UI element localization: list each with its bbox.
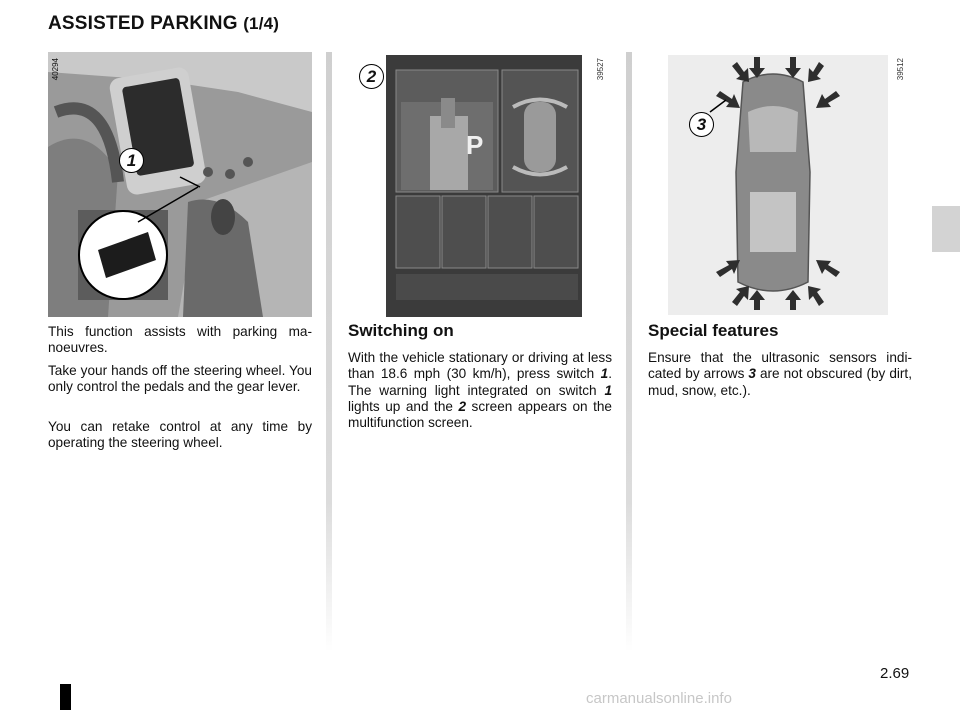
dashboard-figure: 1 40294 — [48, 52, 312, 317]
page-title: ASSISTED PARKING (1/4) — [48, 13, 279, 35]
figure-code: 39527 — [596, 58, 605, 81]
section-tab — [932, 206, 960, 252]
special-features-paragraph: Ensure that the ultrasonic sensors indi-… — [648, 350, 912, 398]
parking-letter: P — [466, 130, 484, 160]
switching-on-heading: Switching on — [348, 321, 454, 340]
title-main: ASSISTED PARKING — [48, 13, 238, 34]
car-top-view-illustration — [668, 55, 888, 315]
dashboard-illustration — [48, 52, 312, 317]
multifunction-screen-illustration — [386, 55, 582, 317]
callout-3: 3 — [689, 112, 714, 137]
intro-paragraph: This function assists with parking ma-no… — [48, 324, 312, 356]
column-divider-left — [326, 52, 332, 652]
sensor-arrows-figure: 3 39512 — [648, 52, 912, 317]
crop-mark — [60, 684, 71, 710]
column-divider-right — [626, 52, 632, 652]
multifunction-screen-figure: P 2 39527 — [348, 52, 612, 317]
callout-2: 2 — [359, 64, 384, 89]
watermark-footer: carmanualsonline.info — [586, 690, 732, 707]
title-suffix: (1/4) — [243, 14, 280, 33]
hands-off-paragraph: Take your hands off the steering wheel. … — [48, 363, 312, 395]
switching-on-paragraph: With the vehicle stationary or driving a… — [348, 350, 612, 431]
callout-1: 1 — [119, 148, 144, 173]
retake-control-paragraph: You can retake control at any time by op… — [48, 419, 312, 451]
page-number: 2.69 — [880, 665, 910, 682]
figure-code: 40294 — [51, 58, 60, 81]
figure-code: 39512 — [896, 58, 905, 81]
special-features-heading: Special features — [648, 321, 779, 340]
